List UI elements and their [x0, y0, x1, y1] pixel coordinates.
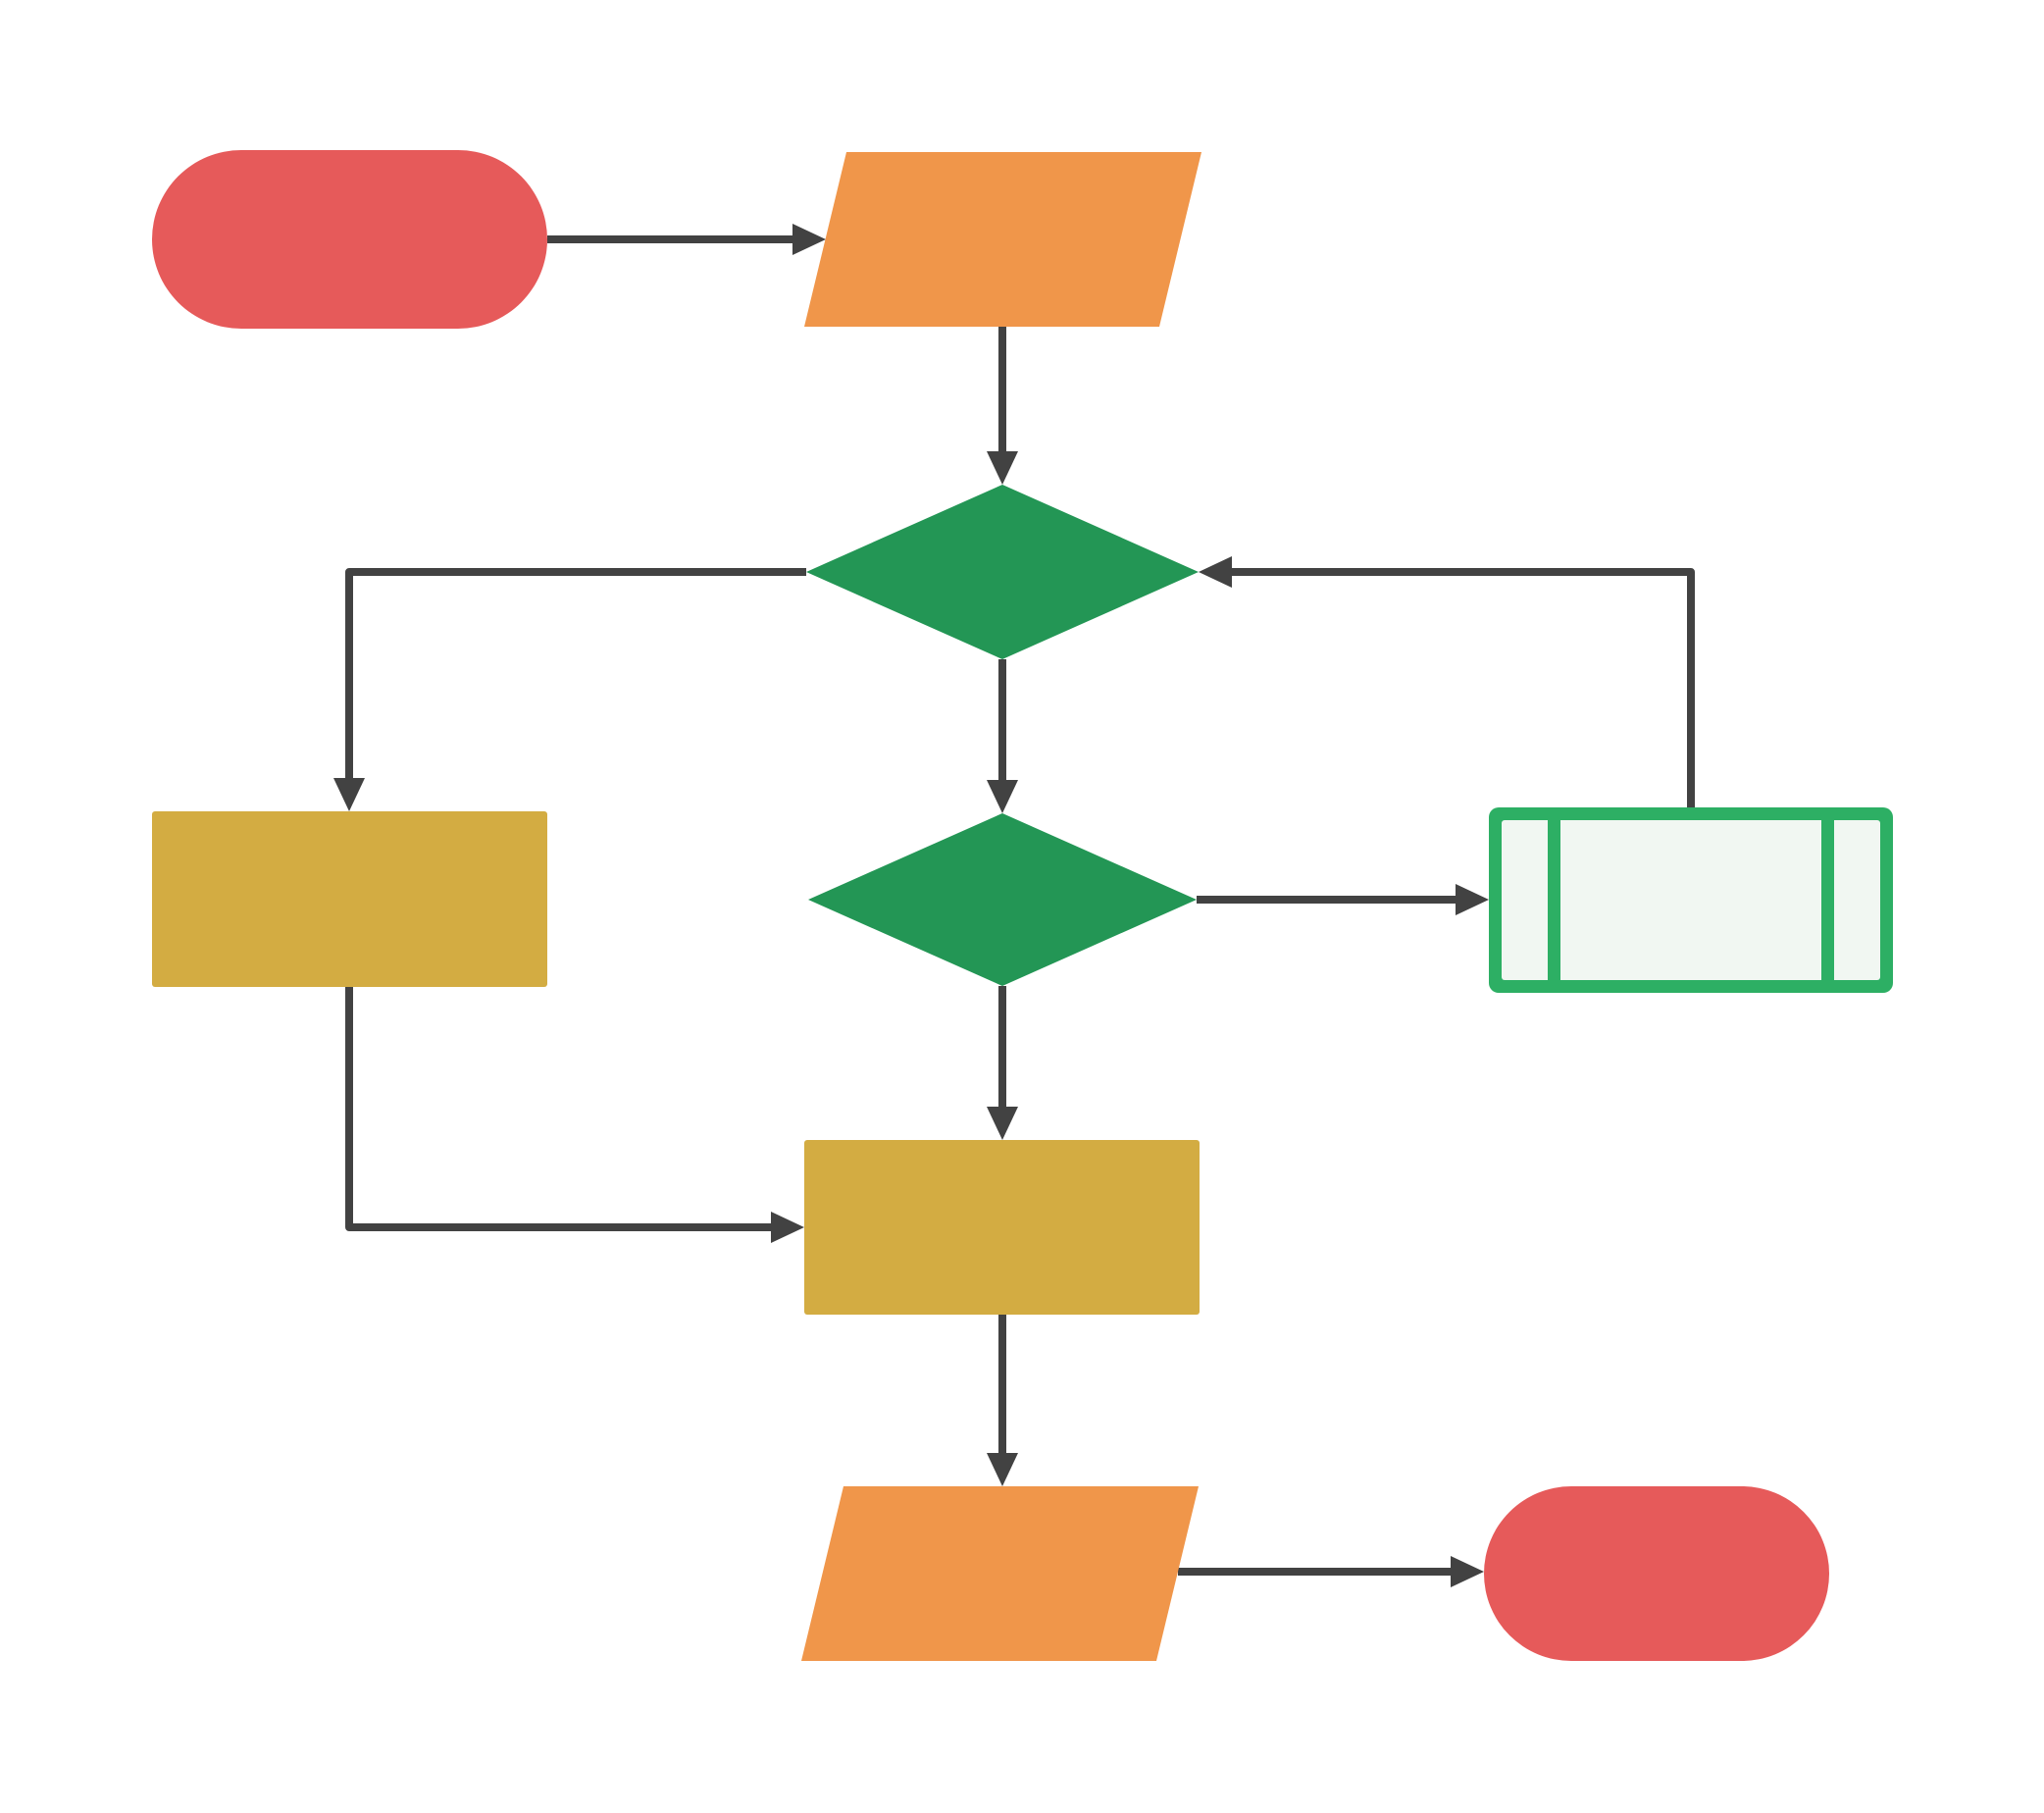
- arrow-start-to-io-top: [547, 224, 826, 255]
- process-box-center: [804, 1140, 1200, 1315]
- process-box-left: [152, 811, 547, 987]
- arrow-predefined-to-decision1: [1199, 556, 1695, 807]
- decision-diamond-2: [808, 813, 1197, 986]
- io-parallelogram-bottom: [801, 1486, 1199, 1661]
- arrow-decision1-to-decision2: [987, 659, 1018, 813]
- arrow-io-top-to-decision1: [987, 327, 1018, 485]
- arrow-process-center-to-io-bottom: [987, 1315, 1018, 1486]
- terminator-end: [1484, 1486, 1829, 1661]
- arrow-process-left-to-process-center: [345, 987, 804, 1243]
- io-parallelogram-top: [804, 152, 1201, 327]
- arrow-decision1-to-process-left: [333, 568, 806, 811]
- decision-diamond-1: [806, 485, 1199, 659]
- arrow-io-bottom-to-end: [1178, 1556, 1484, 1587]
- arrow-decision2-to-predefined: [1197, 884, 1489, 915]
- terminator-start: [152, 150, 547, 329]
- arrow-decision2-to-process-center: [987, 986, 1018, 1140]
- predefined-process-box: [1489, 807, 1893, 993]
